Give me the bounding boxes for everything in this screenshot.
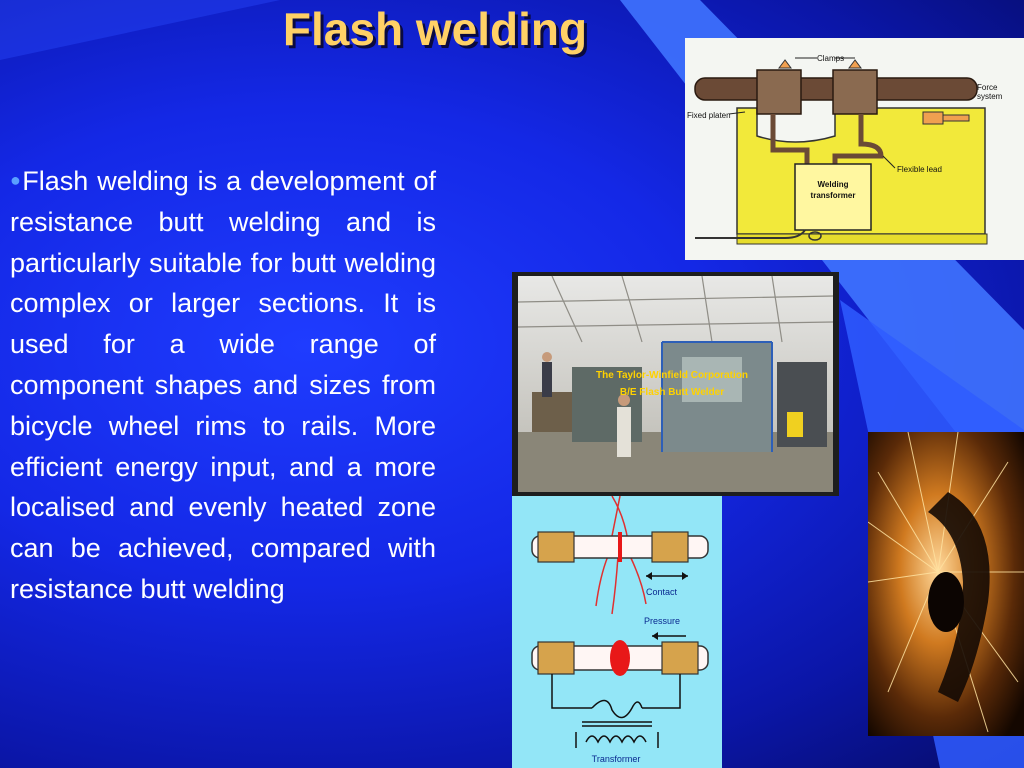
round-bullet-icon: ● [10,170,23,190]
label-welding: Welding [818,180,849,189]
factory-welder-photo: The Taylor-Winfield Corporation B/E Flas… [512,272,839,496]
slide-title: Flash welding [282,3,588,55]
label-system: system [977,92,1003,101]
label-transformer-step: Transformer [592,754,641,764]
flash-process-diagram: Contact Pressure Transformer [512,496,722,768]
label-pressure: Pressure [644,616,680,626]
body-paragraph: ●Flash welding is a development of resis… [10,160,436,610]
label-clamps: Clamps [817,54,844,63]
photo-caption-line2: B/E Flash Butt Welder [620,387,724,398]
label-force: Force [977,83,998,92]
label-fixed-platen: Fixed platen [687,111,731,120]
label-flexible-lead: Flexible lead [897,165,942,174]
flash-welder-schematic: Clamps Force system Fixed platen Welding… [685,38,1024,260]
label-transformer: transformer [811,191,856,200]
sparks-photo [868,432,1024,736]
label-contact: Contact [646,587,678,597]
paragraph-text: Flash welding is a development of resist… [10,166,437,604]
photo-caption-line1: The Taylor-Winfield Corporation [596,370,748,381]
